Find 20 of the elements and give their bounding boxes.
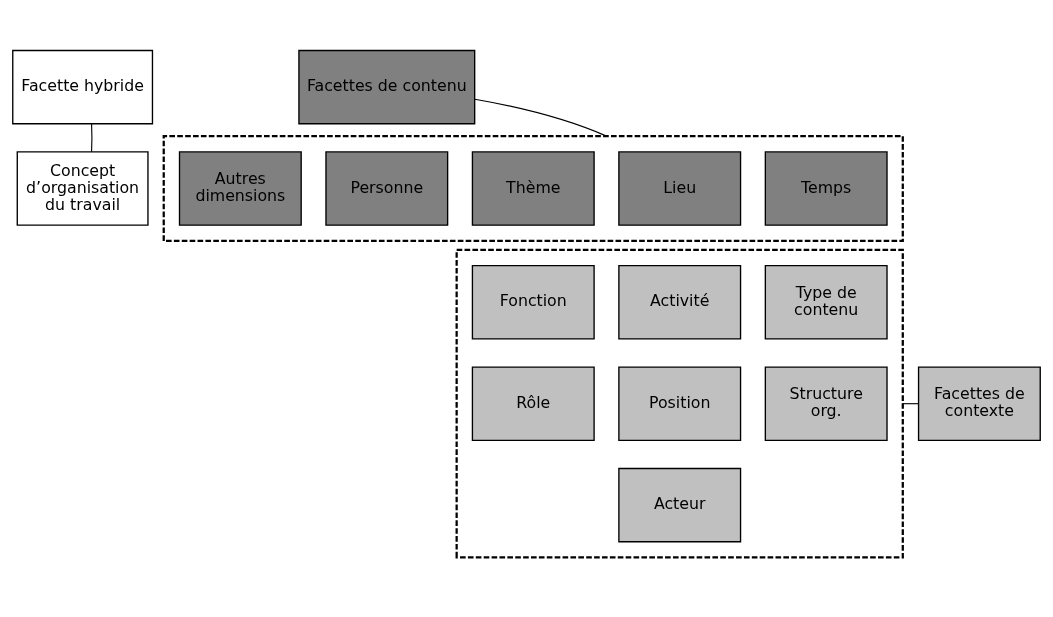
node-box: Personne [325,151,449,226]
node-box: Lieu [618,151,742,226]
node-box: Facettes de contexte [917,366,1041,441]
node-box: Structure org. [764,366,888,441]
connector [91,123,93,153]
node-box: Acteur [618,467,742,543]
node-box: Facette hybride [12,49,154,125]
node-box: Thème [471,151,595,226]
cluster [162,135,904,243]
node-box: Position [618,366,742,441]
cluster [455,248,904,559]
connector [474,98,608,137]
node-box: Concept d’organisation du travail [16,151,149,226]
node-box: Type de contenu [764,265,888,340]
node-box: Rôle [471,366,595,441]
node-box: Temps [764,151,888,226]
node-box: Facettes de contenu [298,49,476,125]
node-box: Fonction [471,265,595,340]
node-box: Activité [618,265,742,340]
node-box: Autres dimensions [178,151,302,226]
